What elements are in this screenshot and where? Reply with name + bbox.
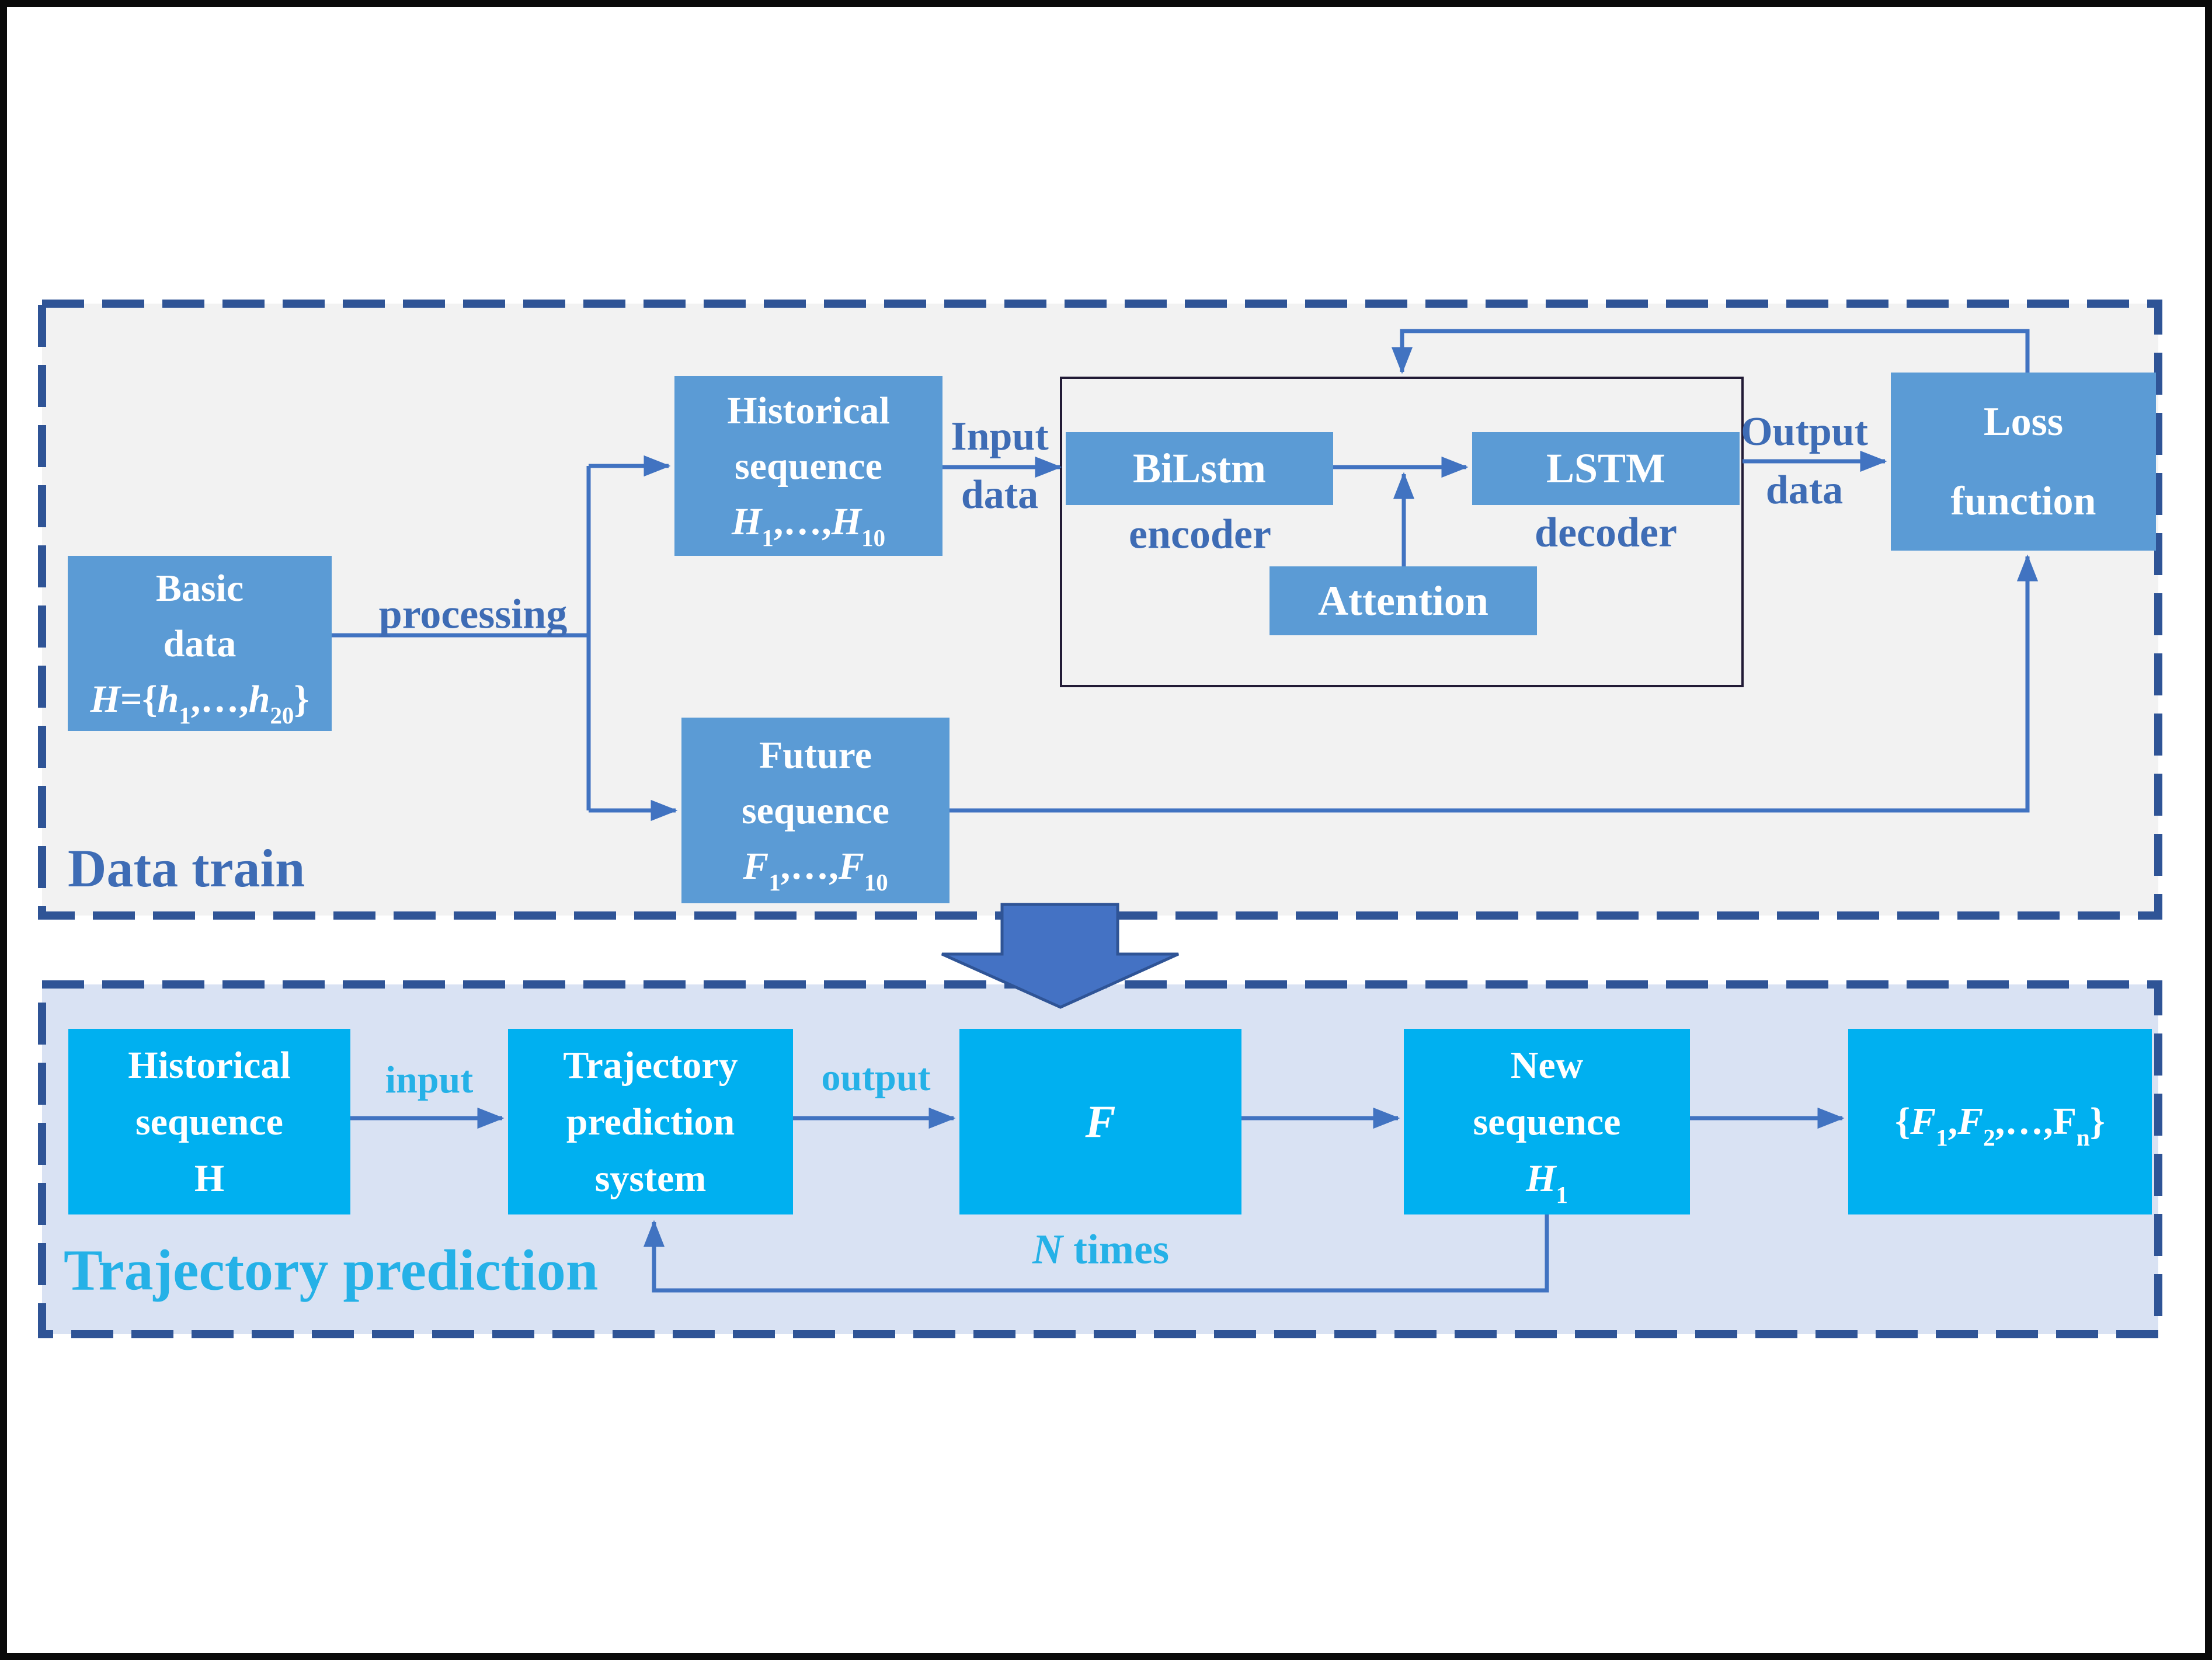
box-bilstm: BiLstm (1066, 432, 1333, 505)
box-new-sequence-line1: New (1510, 1043, 1584, 1087)
box-trajectory-prediction-system-line1: Trajectory (563, 1043, 738, 1087)
box-attention: Attention (1270, 566, 1537, 635)
label-output: output (821, 1056, 931, 1099)
data-train-title: Data train (68, 838, 305, 898)
label-input-data-line2: data (961, 472, 1039, 517)
encoder-decoder-container (1060, 377, 1744, 687)
label-output-data-line1: Output (1741, 409, 1868, 454)
box-historical-sequence-line2: sequence (735, 444, 882, 488)
box-f-output: F (959, 1029, 1241, 1214)
box-historical-sequence: Historical sequence H1,…,H10 (674, 376, 942, 556)
box-future-sequence-line3: F1,…,F10 (743, 844, 888, 896)
box-new-sequence-line3: H1 (1526, 1157, 1568, 1208)
box-basic-data: Basic data H={h1,…,h20} (68, 556, 332, 731)
box-trajectory-prediction-system-line3: system (594, 1157, 707, 1200)
label-n-times: N times (1032, 1226, 1169, 1273)
label-decoder: decoder (1535, 509, 1677, 556)
connector-loss-feedback (1391, 329, 2030, 374)
label-input-data: Input data (951, 408, 1048, 524)
box-trajectory-prediction-system: Trajectory prediction system (508, 1029, 793, 1214)
box-historical-sequence-h-line2: sequence (135, 1100, 283, 1143)
box-new-sequence-line2: sequence (1473, 1100, 1621, 1143)
box-future-sequence: Future sequence F1,…,F10 (681, 718, 950, 903)
box-loss-function-line2: function (1950, 478, 2096, 524)
connector-future-to-loss (950, 554, 2039, 813)
label-output-data: Output data (1741, 403, 1868, 520)
data-train-section (42, 304, 2158, 916)
box-new-sequence: New sequence H1 (1404, 1029, 1690, 1214)
label-output-data-line2: data (1765, 468, 1844, 513)
label-input-data-line1: Input (951, 414, 1049, 459)
box-loss-function: Loss function (1891, 373, 2156, 551)
box-historical-sequence-h-line1: Historical (128, 1043, 291, 1087)
trajectory-prediction-title: Trajectory prediction (64, 1237, 599, 1303)
box-historical-sequence-h: Historical sequence H (68, 1029, 350, 1214)
box-lstm: LSTM (1472, 432, 1740, 505)
box-loss-function-line1: Loss (1983, 399, 2064, 444)
box-historical-sequence-line3: H1,…,H10 (731, 500, 886, 551)
data-train-dashed-border (38, 300, 2162, 920)
connector-n-times-feedback (643, 1214, 1549, 1293)
label-input: input (385, 1059, 474, 1101)
box-bilstm-label: BiLstm (1132, 445, 1267, 492)
box-future-sequence-line2: sequence (742, 789, 889, 832)
box-basic-data-line2: data (163, 622, 236, 665)
box-basic-data-line1: Basic (155, 566, 244, 610)
box-historical-sequence-line1: Historical (727, 389, 890, 432)
box-attention-label: Attention (1318, 577, 1488, 624)
box-final-set-label: {F1,F2,…,Fn} (1895, 1100, 2105, 1151)
label-encoder: encoder (1129, 510, 1271, 558)
box-trajectory-prediction-system-line2: prediction (566, 1100, 735, 1143)
box-historical-sequence-h-line3: H (194, 1157, 225, 1200)
box-basic-data-line3: H={h1,…,h20} (90, 677, 309, 729)
box-f-output-label: F (1085, 1096, 1116, 1147)
box-final-set: {F1,F2,…,Fn} (1848, 1029, 2152, 1214)
box-lstm-label: LSTM (1546, 445, 1666, 492)
label-processing: processing (378, 590, 568, 638)
big-down-arrow-icon (941, 903, 1180, 1009)
box-future-sequence-line1: Future (759, 733, 872, 777)
